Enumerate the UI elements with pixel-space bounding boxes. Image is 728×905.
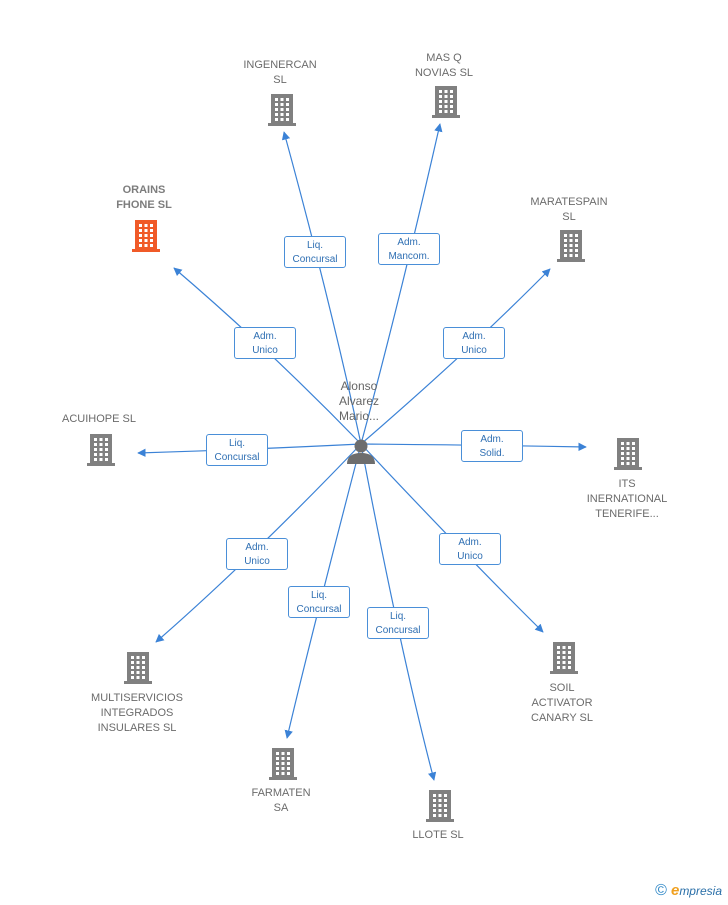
building-icon-farmaten[interactable] — [269, 748, 297, 780]
person-icon[interactable] — [347, 439, 375, 465]
brand-footer[interactable]: ©empresia — [655, 882, 722, 900]
building-icon-masq[interactable] — [432, 86, 460, 118]
brand-logo-e: e — [670, 882, 680, 899]
company-label-acuihope[interactable]: ACUIHOPE SL — [62, 413, 136, 425]
company-label-maratespain[interactable]: MARATESPAIN SL — [530, 196, 608, 223]
company-label-orains[interactable]: ORAINS FHONE SL — [116, 184, 172, 211]
role-badge-orains[interactable]: Adm. Unico — [234, 327, 296, 359]
copyright-icon: © — [655, 882, 667, 899]
building-icon-multiservicios[interactable] — [124, 652, 152, 684]
role-badge-llote[interactable]: Liq. Concursal — [367, 607, 429, 639]
person-name[interactable]: Alonso Alvarez Mario... — [338, 379, 379, 423]
role-badge-its[interactable]: Adm. Solid. — [461, 430, 523, 462]
company-label-masq[interactable]: MAS Q NOVIAS SL — [414, 52, 474, 79]
company-label-its[interactable]: ITS INERNATIONAL TENERIFE... — [586, 478, 668, 520]
building-icon-acuihope[interactable] — [87, 434, 115, 466]
building-icon-soil[interactable] — [550, 642, 578, 674]
building-icon-llote[interactable] — [426, 790, 454, 822]
company-label-llote[interactable]: LLOTE SL — [412, 829, 464, 841]
building-icon-ingenercan[interactable] — [268, 94, 296, 126]
role-badge-multiservicios[interactable]: Adm. Unico — [226, 538, 288, 570]
role-badge-acuihope[interactable]: Liq. Concursal — [206, 434, 268, 466]
company-label-multiservicios[interactable]: MULTISERVICIOS INTEGRADOS INSULARES SL — [91, 692, 183, 734]
building-icon-its[interactable] — [614, 438, 642, 470]
edge-masq — [360, 123, 443, 445]
building-icon-maratespain[interactable] — [557, 230, 585, 262]
role-badge-farmaten[interactable]: Liq. Concursal — [288, 586, 350, 618]
edge-ingenercan — [281, 131, 362, 445]
role-badge-maratespain[interactable]: Adm. Unico — [443, 327, 505, 359]
company-label-soil[interactable]: SOIL ACTIVATOR CANARY SL — [531, 682, 593, 724]
building-icon-orains[interactable] — [132, 220, 160, 252]
role-badge-soil[interactable]: Adm. Unico — [439, 533, 501, 565]
role-badge-masq[interactable]: Adm. Mancom. — [378, 233, 440, 265]
brand-name: mpresia — [679, 884, 722, 898]
company-label-farmaten[interactable]: FARMATEN SA — [251, 787, 311, 814]
company-label-ingenercan[interactable]: INGENERCAN SL — [243, 59, 317, 86]
role-badge-ingenercan[interactable]: Liq. Concursal — [284, 236, 346, 268]
